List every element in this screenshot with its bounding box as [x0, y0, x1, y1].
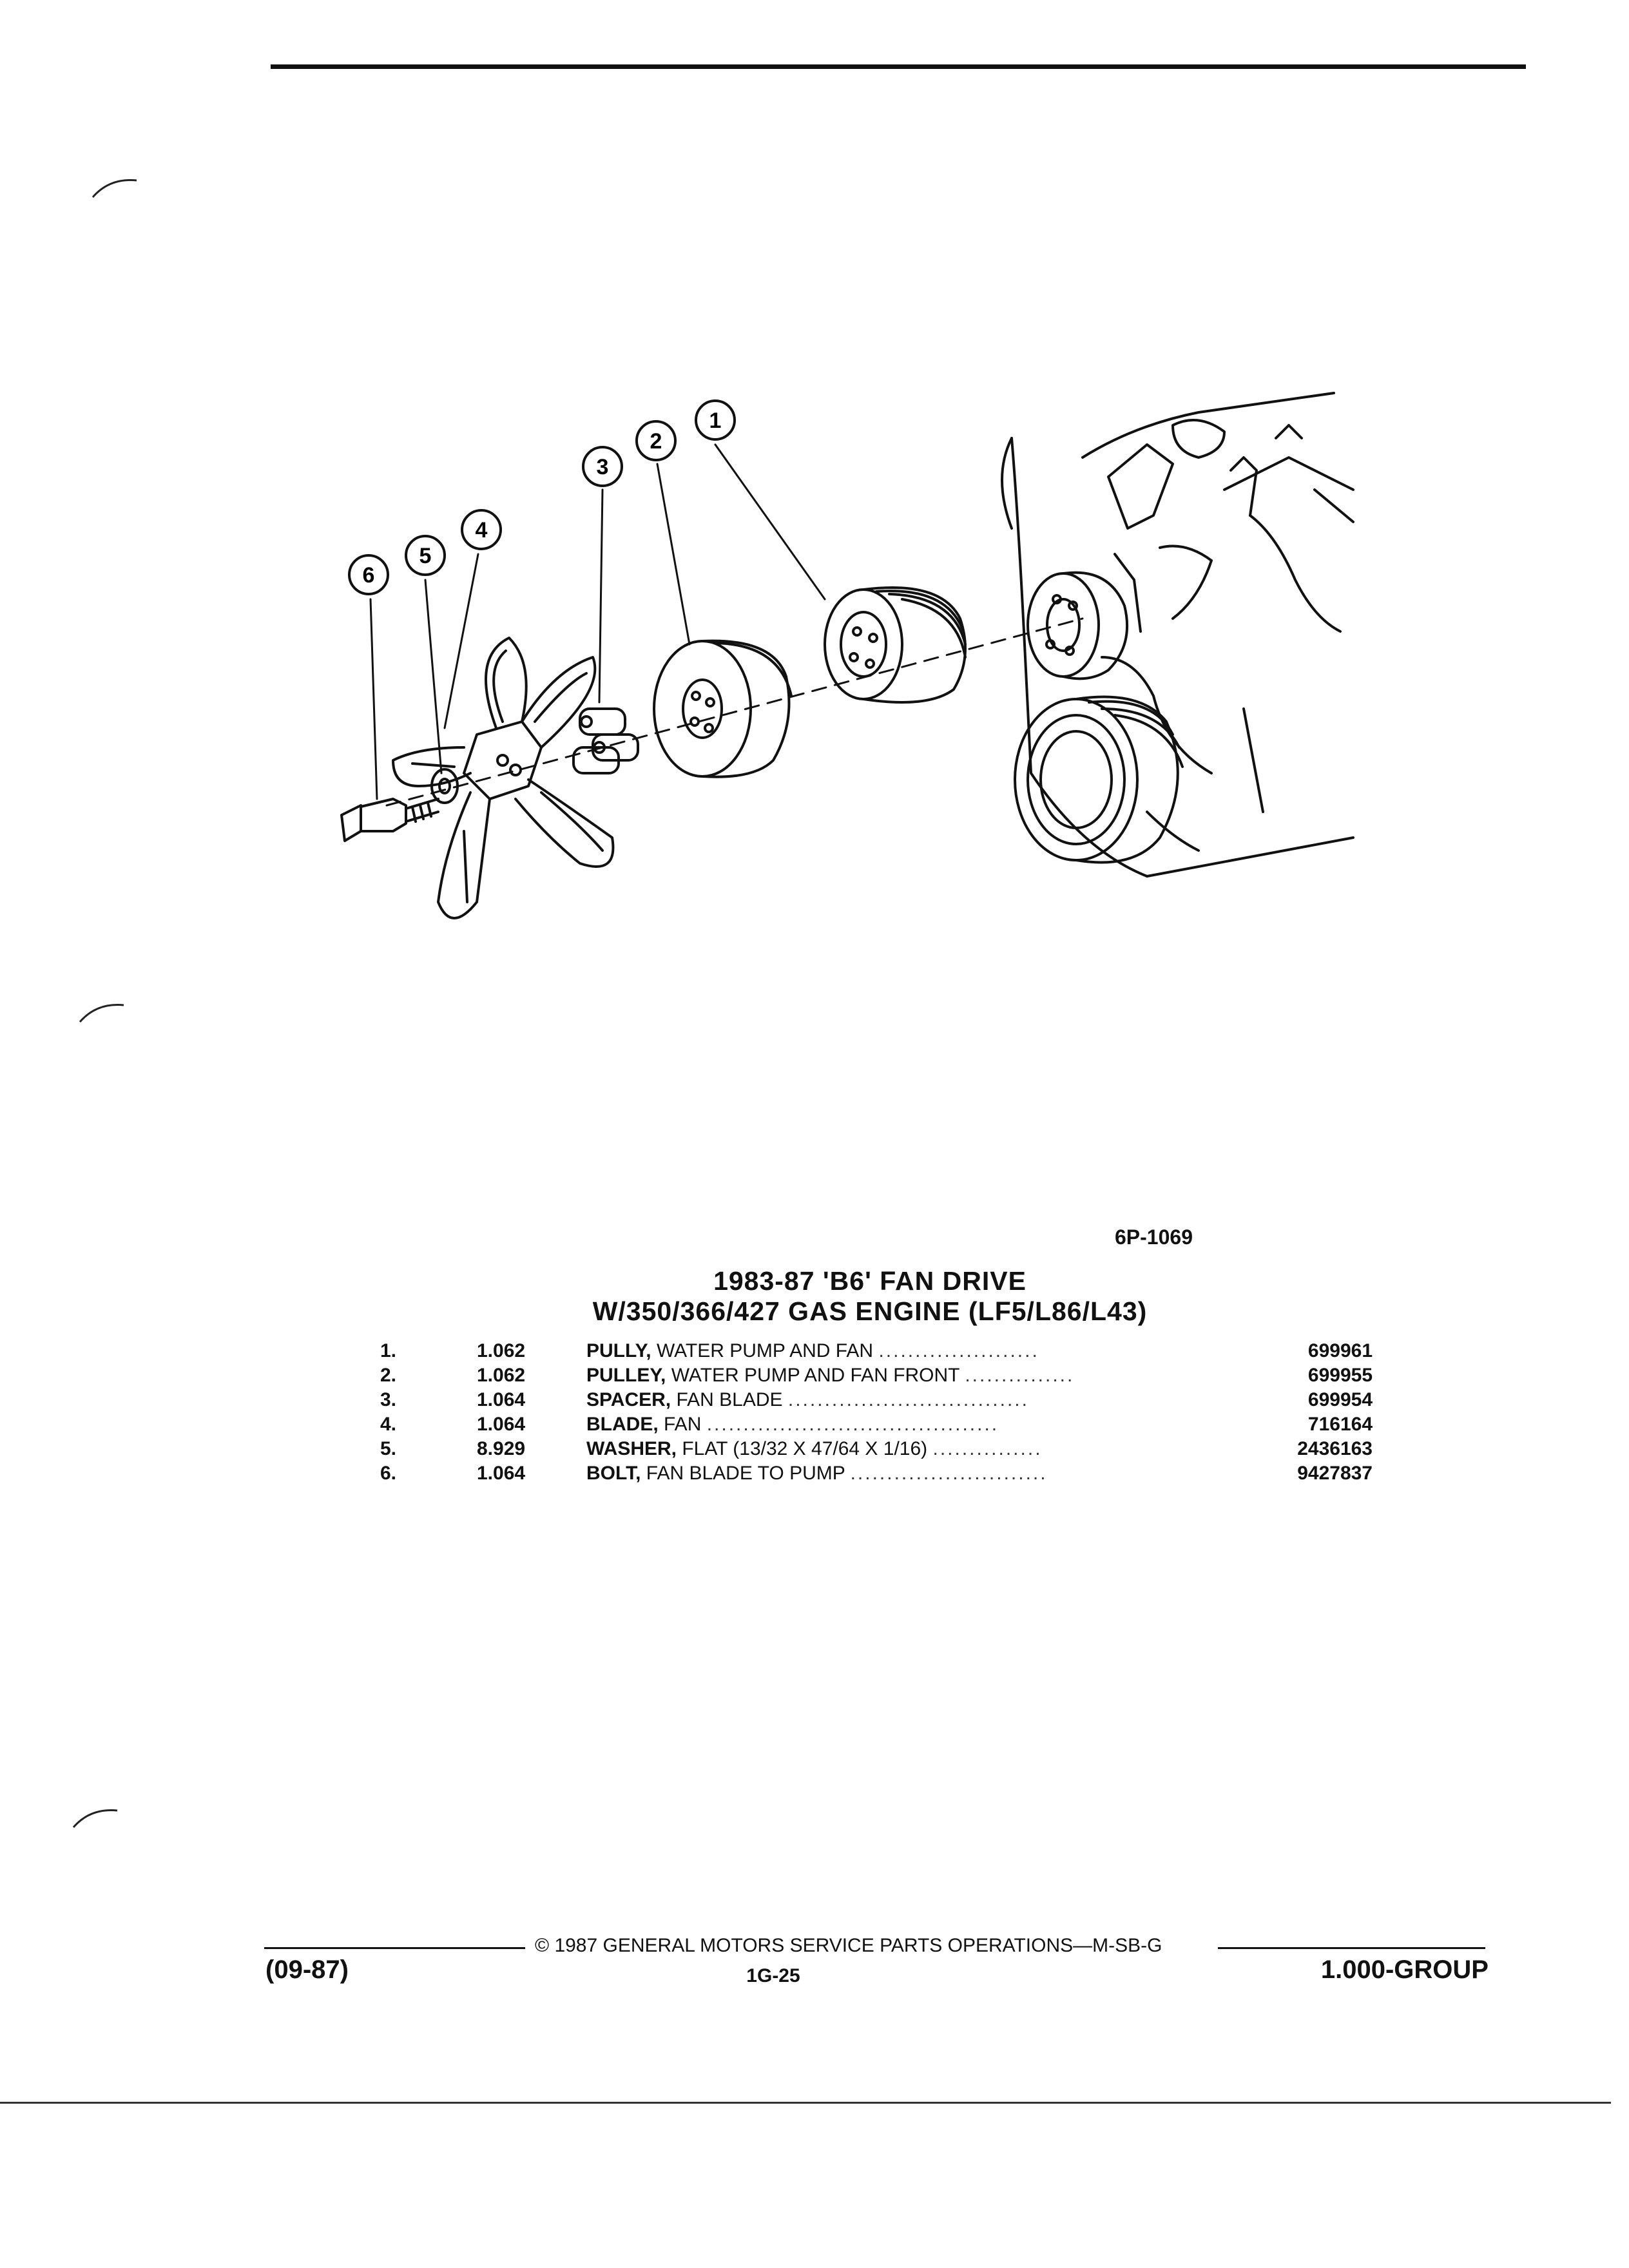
- part-number: 699955: [1307, 1365, 1373, 1386]
- page-number: 1G-25: [746, 1965, 800, 1986]
- fan-drive-exploded-diagram: 6 5 4 3 2 1: [340, 392, 1354, 919]
- description: WASHER, FLAT (13/32 X 47/64 X 1/16) ....…: [586, 1437, 1231, 1461]
- part-name: WASHER,: [586, 1438, 677, 1459]
- part-name: BLADE,: [586, 1414, 659, 1435]
- pulley-item-1: [824, 586, 967, 704]
- leader-dots: ...........................: [850, 1463, 1048, 1484]
- part-number: 9427837: [1297, 1463, 1373, 1484]
- table-row: 5. 8.929 WASHER, FLAT (13/32 X 47/64 X 1…: [380, 1437, 1373, 1461]
- footer-rule-right: [1218, 1947, 1485, 1949]
- svg-text:3: 3: [597, 455, 609, 479]
- pulley-item-2: [653, 639, 793, 778]
- page-title: 1983-87 'B6' FAN DRIVE: [713, 1266, 1027, 1296]
- revision-date: (09-87): [265, 1956, 349, 1984]
- fan-blade-item-4: [392, 637, 615, 919]
- figure-code: 6P-1069: [1115, 1225, 1193, 1249]
- leader-dots: .................................: [787, 1389, 1029, 1410]
- item-number: 5.: [380, 1438, 397, 1459]
- part-detail: FLAT (13/32 X 47/64 X 1/16): [682, 1438, 928, 1459]
- engine-block: [1001, 392, 1354, 878]
- description: PULLY, WATER PUMP AND FAN ..............…: [586, 1339, 1231, 1363]
- part-detail: FAN BLADE TO PUMP: [646, 1463, 845, 1484]
- table-row: 6. 1.064 BOLT, FAN BLADE TO PUMP .......…: [380, 1461, 1373, 1486]
- group-number: 1.062: [477, 1340, 526, 1361]
- callout-1: 1: [695, 399, 736, 441]
- callout-6: 6: [348, 554, 389, 595]
- water-pump-hub: [1027, 571, 1129, 680]
- top-rule: [271, 64, 1526, 69]
- part-name: BOLT,: [586, 1463, 641, 1484]
- callout-2: 2: [635, 420, 677, 461]
- bolt-item-6: [340, 798, 439, 842]
- binder-mark-top: [92, 179, 137, 198]
- callout-4: 4: [461, 509, 502, 550]
- svg-text:2: 2: [650, 429, 662, 454]
- svg-text:6: 6: [363, 563, 375, 588]
- leader-dots: ...............: [965, 1365, 1075, 1386]
- part-number: 2436163: [1297, 1438, 1373, 1459]
- part-name: SPACER,: [586, 1389, 671, 1410]
- binder-mark-middle: [79, 1004, 124, 1023]
- footer-rule-left: [264, 1947, 525, 1949]
- page-subtitle: W/350/366/427 GAS ENGINE (LF5/L86/L43): [592, 1296, 1148, 1326]
- description: SPACER, FAN BLADE ......................…: [586, 1388, 1231, 1412]
- item-number: 2.: [380, 1365, 397, 1386]
- table-row: 1. 1.062 PULLY, WATER PUMP AND FAN .....…: [380, 1339, 1373, 1363]
- part-name: PULLEY,: [586, 1365, 666, 1386]
- item-number: 4.: [380, 1414, 397, 1435]
- svg-text:4: 4: [476, 518, 488, 543]
- callout-5: 5: [405, 535, 446, 576]
- group-number: 1.062: [477, 1365, 526, 1386]
- part-number: 699961: [1307, 1340, 1373, 1361]
- description: PULLEY, WATER PUMP AND FAN FRONT .......…: [586, 1363, 1231, 1388]
- bottom-rule: [0, 2102, 1611, 2104]
- part-detail: WATER PUMP AND FAN FRONT: [671, 1365, 959, 1386]
- leader-dots: ........................................: [706, 1414, 999, 1435]
- spacer-item-3: [572, 707, 639, 774]
- table-row: 4. 1.064 BLADE, FAN ....................…: [380, 1412, 1373, 1437]
- copyright-notice: © 1987 GENERAL MOTORS SERVICE PARTS OPER…: [535, 1935, 1162, 1956]
- table-row: 3. 1.064 SPACER, FAN BLADE .............…: [380, 1388, 1373, 1412]
- group-label: 1.000-GROUP: [1320, 1956, 1489, 1984]
- binder-mark-bottom: [72, 1809, 118, 1828]
- leader-lines: [369, 443, 826, 800]
- part-detail: FAN BLADE: [676, 1389, 783, 1410]
- leader-dots: ...............: [932, 1438, 1043, 1459]
- description: BOLT, FAN BLADE TO PUMP ................…: [586, 1461, 1231, 1486]
- part-name: PULLY,: [586, 1340, 651, 1361]
- item-number: 3.: [380, 1389, 397, 1410]
- svg-text:1: 1: [709, 408, 722, 433]
- parts-list: 1. 1.062 PULLY, WATER PUMP AND FAN .....…: [380, 1339, 1373, 1486]
- group-number: 1.064: [477, 1389, 526, 1410]
- group-number: 1.064: [477, 1414, 526, 1435]
- table-row: 2. 1.062 PULLEY, WATER PUMP AND FAN FRON…: [380, 1363, 1373, 1388]
- item-number: 6.: [380, 1463, 397, 1484]
- leader-dots: ......................: [878, 1340, 1039, 1361]
- part-detail: FAN: [664, 1414, 702, 1435]
- group-number: 8.929: [477, 1438, 526, 1459]
- part-detail: WATER PUMP AND FAN: [656, 1340, 874, 1361]
- washer-item-5: [430, 768, 459, 804]
- callout-3: 3: [582, 446, 623, 487]
- item-number: 1.: [380, 1340, 397, 1361]
- svg-text:5: 5: [419, 544, 432, 568]
- part-number: 699954: [1307, 1389, 1373, 1410]
- crankshaft-pulley: [1014, 695, 1184, 864]
- group-number: 1.064: [477, 1463, 526, 1484]
- part-number: 716164: [1307, 1414, 1373, 1435]
- description: BLADE, FAN .............................…: [586, 1412, 1231, 1437]
